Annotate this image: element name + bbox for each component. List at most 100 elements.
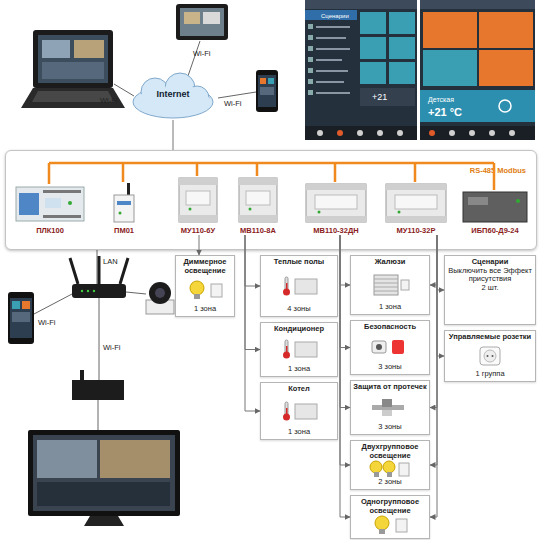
smartphone-part — [268, 78, 274, 84]
controller-module: МВ110-8А — [233, 171, 283, 235]
text-label: +21 °C — [428, 107, 462, 118]
device-symbol-part — [295, 342, 317, 357]
box-title: Жалюзи — [375, 258, 406, 267]
lan-network-part — [37, 482, 170, 506]
subsystem-box: Одногрупповое освещение — [350, 495, 430, 539]
lan-network-part — [97, 250, 98, 284]
app-screen-part — [377, 130, 383, 136]
app-screen-part — [305, 126, 417, 140]
app-screen-part — [316, 59, 342, 61]
module-icon — [383, 171, 449, 223]
connector-line — [340, 235, 350, 408]
text-label: Wi-Fi — [38, 319, 56, 327]
app-screen-part — [357, 130, 363, 136]
app-screen-part — [305, 10, 357, 20]
module-symbol-part — [318, 211, 321, 214]
module-symbol-part — [239, 215, 277, 222]
device-icon — [368, 460, 412, 478]
device-symbol-part — [190, 281, 204, 295]
device-symbol-part — [295, 404, 317, 419]
device-symbol-part — [375, 516, 389, 530]
laptop-part — [33, 30, 113, 88]
lan-network-part — [34, 294, 72, 314]
device-symbol-part — [286, 408, 288, 417]
wifi-links — [114, 41, 256, 98]
connector-line — [340, 235, 350, 465]
app-screen-part — [316, 26, 350, 28]
module-symbol-part — [179, 178, 217, 222]
box-title: Защита от протечек — [353, 383, 426, 392]
box-note: 2 шт. — [482, 284, 499, 293]
app-screen-part — [423, 12, 477, 48]
lan-network-part — [10, 298, 32, 338]
laptop-part — [74, 40, 104, 58]
app-screen — [420, 0, 535, 140]
box-note: 1 зона — [288, 365, 310, 374]
module-symbol-part — [189, 208, 192, 211]
device-symbol-part — [370, 461, 382, 473]
device-symbol — [468, 345, 512, 367]
lan-network-part — [28, 430, 180, 516]
controller-module: ПЛК100 — [11, 171, 89, 235]
box-title: Сценарии — [472, 258, 509, 267]
module-name: ПЛК100 — [36, 226, 64, 235]
app-screen-part — [479, 12, 533, 48]
connector-line — [340, 235, 350, 348]
text-label: +21 — [372, 93, 387, 102]
box-title: Котел — [288, 385, 310, 394]
subsystem-box: Котел1 зона — [260, 382, 338, 440]
device-symbol — [277, 275, 321, 297]
module-icon — [233, 171, 283, 223]
connector-line — [173, 120, 174, 150]
subsystem-box: Двухгрупповое освещение2 зоны — [350, 440, 430, 490]
app-screen-part — [308, 46, 313, 51]
device-symbol-part — [374, 472, 379, 477]
subsystem-box: Защита от протечек3 зоны — [350, 380, 430, 435]
module-symbol-part — [249, 208, 252, 211]
controller-module: МУ110-32Р — [383, 171, 449, 235]
module-symbol-part — [306, 184, 366, 190]
app-screen-part — [308, 79, 313, 84]
text-label: Wi-Fi — [224, 100, 242, 108]
box-title: Безопасность — [364, 323, 416, 332]
device-symbol-part — [286, 283, 288, 292]
lan-network-part — [100, 440, 170, 478]
box-title: Теплые полы — [274, 258, 324, 267]
device-symbol-part — [401, 280, 409, 290]
device-symbol-part — [379, 529, 385, 534]
box-note: Выключить все Эффект присутствия — [447, 267, 533, 284]
app-screen-part — [305, 0, 417, 140]
app-screen-part — [389, 12, 415, 34]
connector-line — [437, 235, 444, 356]
device-symbol-part — [382, 399, 392, 407]
device-symbol — [277, 338, 321, 360]
connector-line — [340, 235, 350, 517]
app-screen-part — [308, 68, 313, 73]
device-symbol — [277, 400, 321, 422]
module-name: МВ110-32ДН — [313, 226, 358, 235]
lan-network-part — [22, 301, 30, 309]
device-symbol — [368, 514, 412, 536]
subsystem-box: Теплые полы4 зоны — [260, 255, 338, 317]
module-symbol-part — [306, 216, 366, 222]
device-symbol — [183, 279, 227, 301]
app-screen-part — [316, 48, 350, 50]
lan-network-part — [70, 256, 128, 284]
text-label: Детская — [428, 96, 454, 103]
module-symbol-part — [395, 195, 437, 209]
lan-network-part — [155, 288, 165, 298]
subsystem-box: Управляемые розетки1 группа — [444, 330, 536, 382]
device-symbol-part — [492, 355, 494, 357]
device-symbol-part — [295, 279, 317, 294]
tablet — [176, 4, 228, 40]
device-symbol-part — [374, 279, 398, 291]
box-note: 1 группа — [475, 370, 504, 379]
lan-network-part — [93, 290, 95, 292]
app-screen-part — [489, 130, 495, 136]
lan-network-part — [72, 284, 126, 298]
module-symbol-part — [179, 215, 217, 222]
lan-network-part — [126, 292, 146, 294]
subsystem-box: Безопасность3 зоны — [350, 320, 430, 375]
module-symbol — [305, 183, 367, 223]
